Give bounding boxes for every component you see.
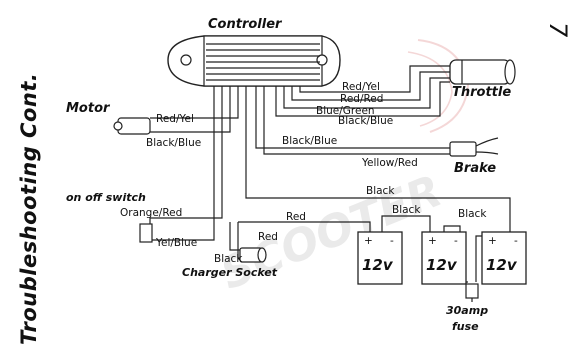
brake-label: Brake: [454, 161, 496, 176]
battery-3: + - 12v: [481, 231, 527, 285]
battery-1-label: 12v: [362, 256, 394, 274]
battery-2-plus: +: [428, 235, 437, 247]
battery-3-minus: -: [514, 235, 518, 247]
wire-label-throttle-black-blue: Black/Blue: [338, 115, 393, 127]
wire-label-throttle-red-yel: Red/Yel: [342, 81, 380, 93]
fuse: [465, 283, 479, 302]
battery-2-label: 12v: [426, 256, 458, 274]
controller-label: Controller: [208, 17, 283, 32]
wire-label-motor-red-yel: Red/Yel: [156, 113, 194, 125]
switch-wires: [149, 86, 223, 241]
throttle-wires: [275, 65, 450, 117]
motor-wires: [150, 86, 239, 133]
battery-1: + - 12v: [357, 231, 403, 285]
wire-label-brake-black-blue: Black/Blue: [282, 135, 337, 147]
fuse-label-line2: fuse: [452, 320, 479, 333]
on-off-switch-label: on off switch: [66, 191, 146, 204]
wire-label-throttle-blue-green: Blue/Green: [316, 105, 375, 117]
brake-wires: [255, 86, 450, 155]
watermark-text: SCOOTER: [214, 165, 449, 299]
watermark-logo: [407, 39, 470, 133]
wire-label-brake-yellow-red: Yellow/Red: [361, 157, 418, 169]
brake-connector: [449, 137, 499, 157]
battery-3-label: 12v: [486, 256, 518, 274]
wire-label-battery-black-right: Black: [458, 208, 487, 220]
controller-unit: Controller: [167, 17, 341, 87]
wire-label-switch-yel-blue: Yel/Blue: [155, 237, 197, 249]
throttle-grip: [449, 59, 516, 85]
page-number: 7: [544, 22, 572, 38]
on-off-switch-connector: [139, 223, 153, 243]
throttle-label: Throttle: [452, 85, 511, 100]
charger-socket-label: Charger Socket: [182, 266, 278, 279]
motor-connector: [113, 117, 151, 135]
wire-label-battery-black-mid: Black: [392, 204, 421, 216]
wire-label-charger-red: Red: [258, 231, 278, 243]
battery-1-plus: +: [364, 235, 373, 247]
wire-label-switch-orange-red: Orange/Red: [120, 207, 182, 219]
wire-label-charger-black: Black: [214, 253, 243, 265]
wire-label-battery-red: Red: [286, 211, 306, 223]
battery-3-plus: +: [488, 235, 497, 247]
charger-socket: [239, 247, 267, 263]
battery-1-minus: -: [390, 235, 394, 247]
wire-label-motor-black-blue: Black/Blue: [146, 137, 201, 149]
fuse-label-line1: 30amp: [446, 304, 488, 317]
motor-label: Motor: [66, 101, 111, 116]
battery-2-minus: -: [454, 235, 458, 247]
sidebar-title: Troubleshooting Cont.: [17, 73, 41, 345]
wire-label-battery-black-top: Black: [366, 185, 395, 197]
wire-label-throttle-red-red: Red/Red: [340, 93, 383, 105]
battery-2: + - 12v: [421, 231, 467, 285]
